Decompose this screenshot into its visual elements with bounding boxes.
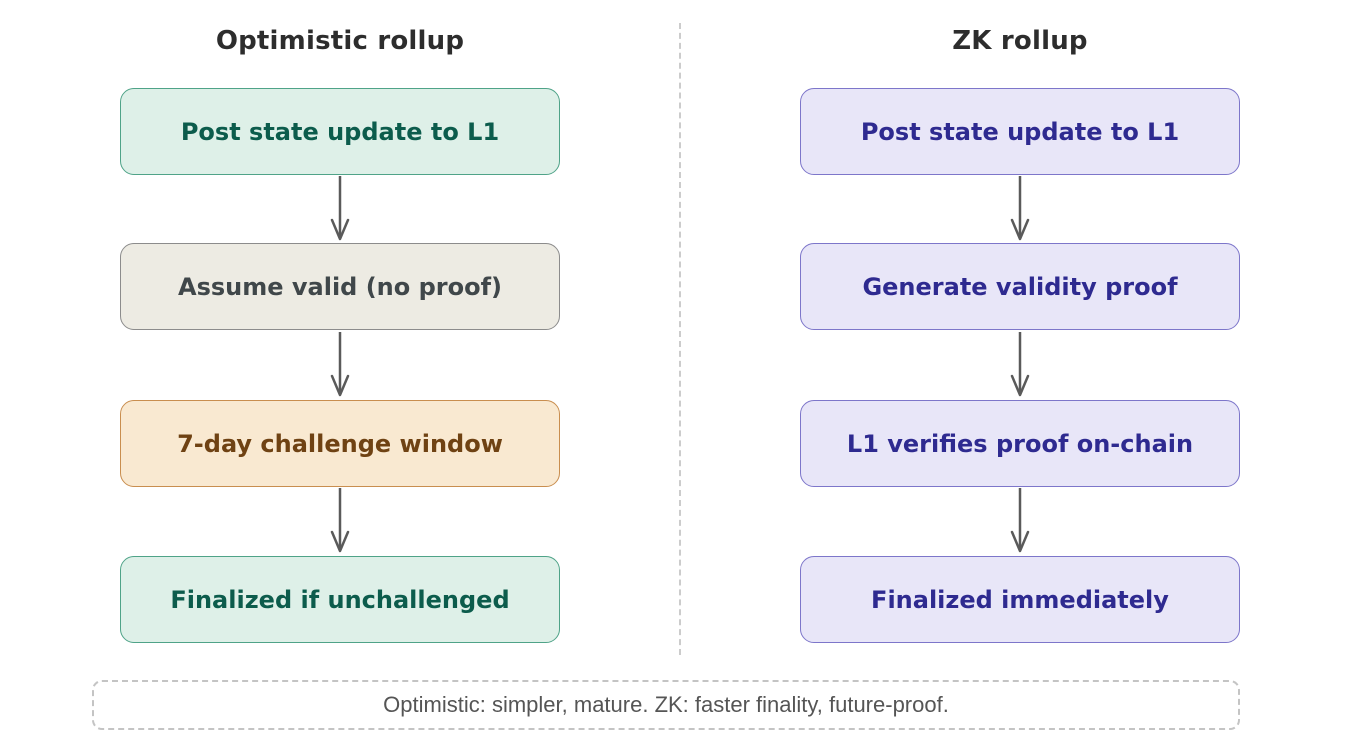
step-box-verify-proof: L1 verifies proof on-chain xyxy=(800,400,1240,487)
step-box-finalized-immediately: Finalized immediately xyxy=(800,556,1240,643)
down-arrow-icon xyxy=(330,488,350,553)
step-box-assume-valid: Assume valid (no proof) xyxy=(120,243,560,330)
column-divider xyxy=(679,23,681,655)
column-title-optimistic: Optimistic rollup xyxy=(215,26,465,56)
down-arrow-icon xyxy=(1010,488,1030,553)
down-arrow-icon xyxy=(1010,332,1030,397)
step-box-post-state-left: Post state update to L1 xyxy=(120,88,560,175)
down-arrow-icon xyxy=(1010,176,1030,241)
step-box-post-state-right: Post state update to L1 xyxy=(800,88,1240,175)
column-title-zk: ZK rollup xyxy=(952,26,1088,56)
step-box-generate-proof: Generate validity proof xyxy=(800,243,1240,330)
step-box-finalized-unchallenged: Finalized if unchallenged xyxy=(120,556,560,643)
down-arrow-icon xyxy=(330,332,350,397)
summary-note: Optimistic: simpler, mature. ZK: faster … xyxy=(92,680,1240,730)
step-box-challenge-window: 7-day challenge window xyxy=(120,400,560,487)
down-arrow-icon xyxy=(330,176,350,241)
